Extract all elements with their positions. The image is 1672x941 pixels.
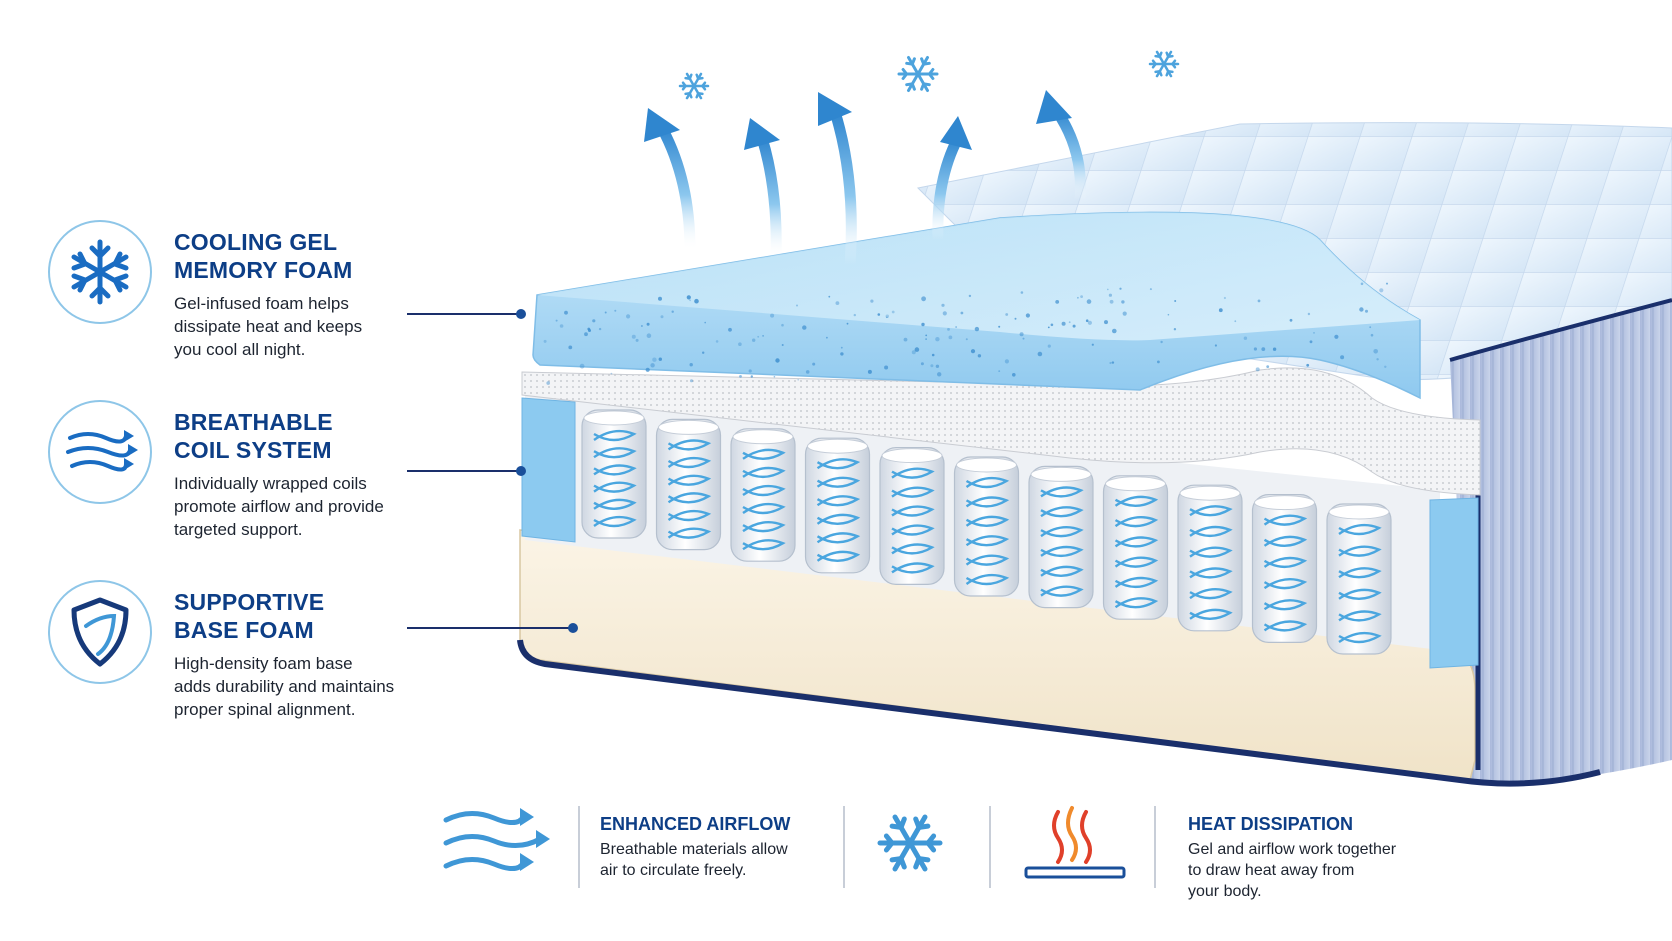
snowflake-icon [877, 814, 943, 872]
coil-springs [581, 409, 1392, 655]
heat-dissipation-title: HEAT DISSIPATION [1188, 814, 1354, 834]
snowflake-icon [48, 220, 152, 324]
feature-desc-line: proper spinal alignment. [174, 700, 356, 719]
heat-dissipation-block: HEAT DISSIPATION Gel and airflow work to… [1188, 813, 1448, 902]
mattress-side-panel [1450, 300, 1672, 783]
enhanced-airflow-title: ENHANCED AIRFLOW [600, 814, 791, 834]
snowflake-icon [678, 72, 710, 100]
coil-spring [1251, 494, 1318, 644]
coil-spring [1326, 503, 1392, 655]
coil-spring [730, 428, 796, 562]
coil-spring [655, 418, 722, 551]
feature-title-line2: COIL SYSTEM [174, 437, 332, 463]
feature-title-line2: MEMORY FOAM [174, 257, 353, 283]
enhanced-airflow-block: ENHANCED AIRFLOW Breathable materials al… [600, 813, 830, 881]
coil-spring [804, 437, 871, 574]
feature-title-line1: BREATHABLE [174, 409, 333, 435]
feature-desc-line: you cool all night. [174, 340, 306, 359]
snowflake-icon [1148, 50, 1180, 78]
enhanced-airflow-icon [443, 811, 543, 871]
feature-desc-line: targeted support. [174, 520, 303, 539]
coil-spring [581, 409, 647, 539]
snowflake-icon [877, 814, 943, 872]
feature-desc-line: adds durability and maintains [174, 677, 395, 696]
divider [989, 806, 991, 888]
snowflake-icon [897, 56, 939, 92]
divider [578, 806, 580, 888]
coil-spring [1102, 475, 1169, 620]
airflow-arrows-icon [48, 400, 152, 504]
enhanced-airflow-desc-line: Breathable materials allow [600, 841, 788, 858]
coil-spring [1028, 465, 1094, 609]
feature-desc-line: High-density foam base [174, 654, 353, 673]
comfort-knit-layer [521, 367, 1481, 496]
coil-spring [879, 447, 945, 586]
heat-dissipation-desc-line: your body. [1188, 883, 1262, 900]
feature-desc-line: dissipate heat and keeps [174, 317, 363, 336]
divider [843, 806, 845, 888]
arrow-heads [644, 90, 1072, 150]
heat-dissipation-desc-line: to draw heat away from [1188, 862, 1355, 879]
coil-spring [953, 456, 1020, 597]
shield-icon [48, 580, 152, 684]
enhanced-airflow-desc-line: air to circulate freely. [600, 862, 747, 879]
heat-waves-icon [1024, 806, 1126, 879]
divider [1154, 806, 1156, 888]
coil-spring [1177, 484, 1243, 632]
floating-snowflakes [678, 50, 1180, 100]
feature-desc-line: Individually wrapped coils [174, 474, 367, 493]
feature-title-line1: COOLING GEL [174, 229, 338, 255]
gel-particles [543, 282, 1388, 385]
feature-title-line2: BASE FOAM [174, 617, 314, 643]
heat-dissipation-desc-line: Gel and airflow work together [1188, 841, 1397, 858]
feature-title-line1: SUPPORTIVE [174, 589, 325, 615]
feature-desc-line: promote airflow and provide [174, 497, 384, 516]
feature-desc-line: Gel-infused foam helps [174, 294, 349, 313]
